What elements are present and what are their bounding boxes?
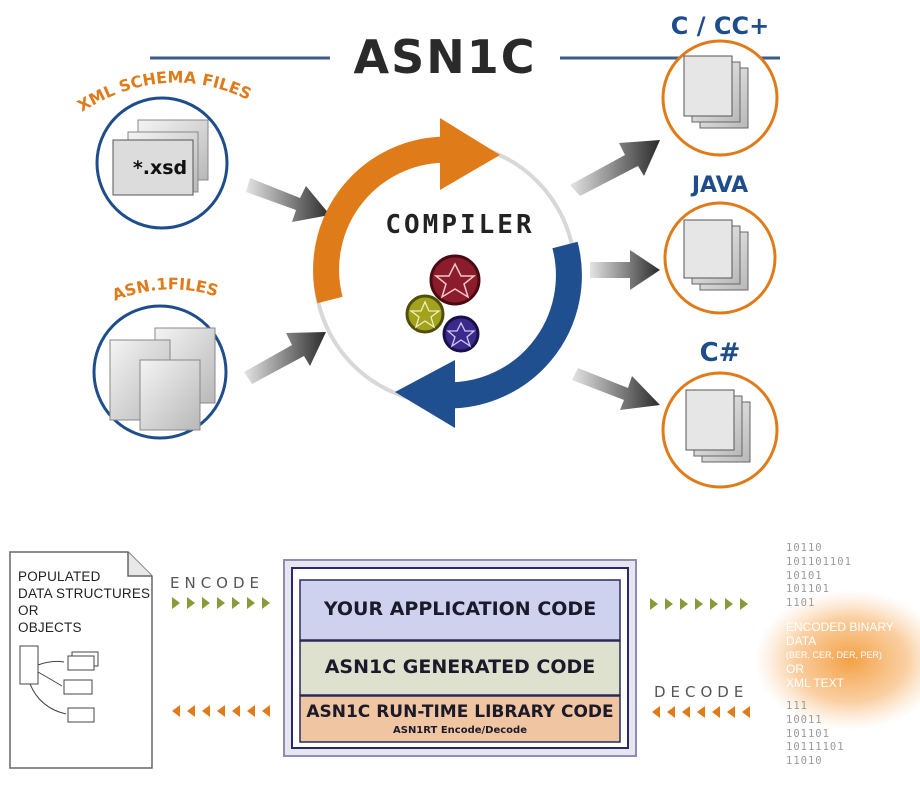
arrow-compiler-to-csharp xyxy=(572,368,660,410)
compiler-label: COMPILER xyxy=(385,210,535,240)
populated-data-document xyxy=(9,551,153,769)
band-application-code: YOUR APPLICATION CODE xyxy=(323,598,597,620)
band-generated-code: ASN1C GENERATED CODE xyxy=(324,656,596,678)
asn1-files-label: ASN.1FILES xyxy=(110,274,221,304)
encoded-data-glow xyxy=(755,590,920,730)
arrow-compiler-to-java xyxy=(590,250,660,290)
output-csharp-label: C# xyxy=(699,338,741,368)
page-title: ASN1C xyxy=(330,30,560,84)
decode-label: DECODE xyxy=(654,683,749,701)
xml-schema-label: XML SCHEMA FILES xyxy=(74,68,254,116)
output-c-label: C / CC+ xyxy=(670,12,770,40)
arrow-xml-to-compiler xyxy=(246,178,330,222)
encoded-data-description: ENCODED BINARY DATA (BER, CER, DER, PER)… xyxy=(786,620,894,690)
runtime-stack xyxy=(283,559,637,757)
decode-arrows xyxy=(172,705,750,718)
c-output xyxy=(661,39,779,157)
output-java-label: JAVA xyxy=(691,173,749,198)
arrow-asn1-to-compiler xyxy=(244,332,326,384)
encode-label: ENCODE xyxy=(170,574,265,592)
xml-schema-input xyxy=(95,96,229,230)
csharp-output xyxy=(661,371,779,489)
java-output xyxy=(663,201,777,315)
arrow-compiler-to-c xyxy=(570,140,660,196)
xsd-file-label: *.xsd xyxy=(132,157,188,179)
asn1-files-input xyxy=(92,304,228,440)
gears-icon xyxy=(405,254,481,353)
band-runtime-library: ASN1C RUN-TIME LIBRARY CODE xyxy=(306,702,614,722)
encode-arrows xyxy=(172,597,748,610)
band-runtime-sublabel: ASN1RT Encode/Decode xyxy=(393,725,527,736)
populated-data-label: POPULATED DATA STRUCTURES OR OBJECTS xyxy=(18,569,151,635)
